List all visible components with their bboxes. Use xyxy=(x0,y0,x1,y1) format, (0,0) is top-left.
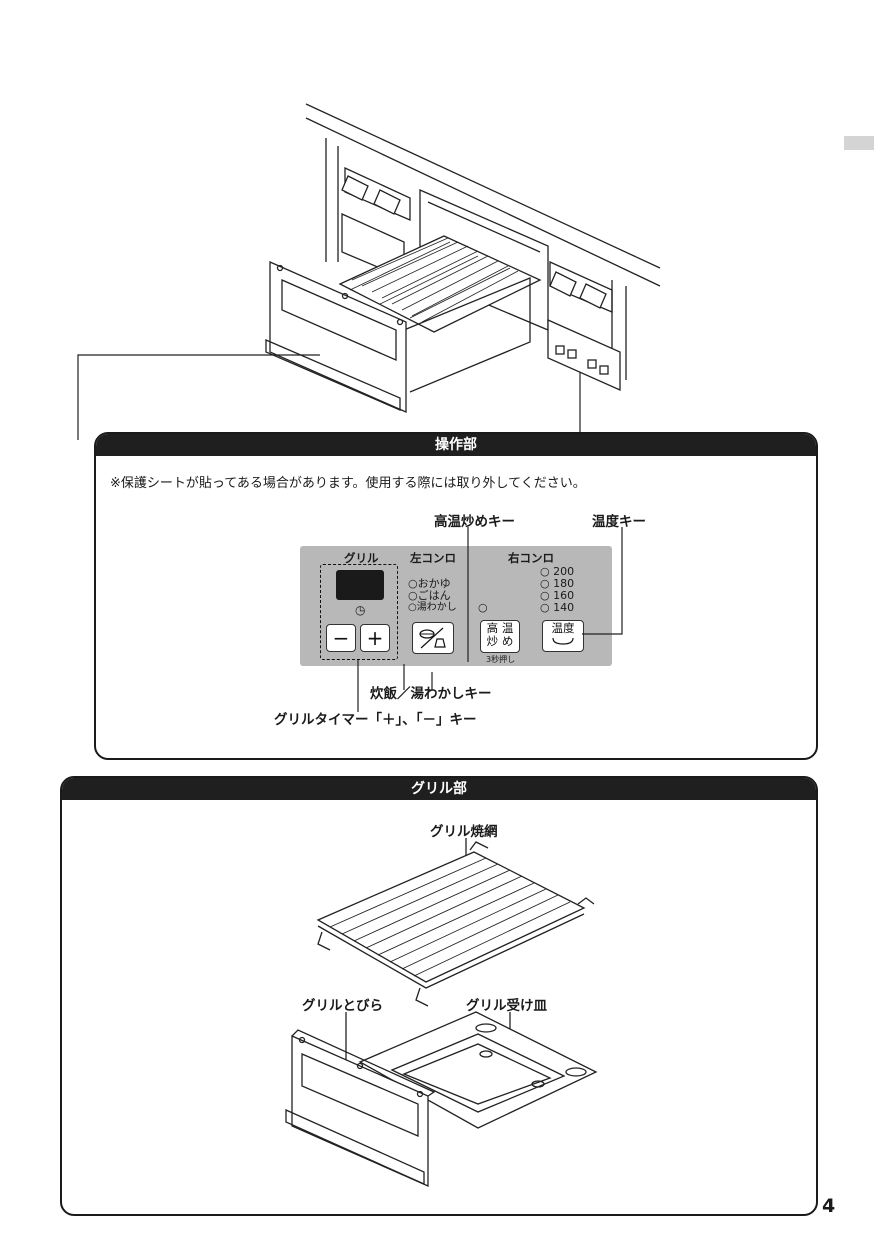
high-temp-fry-key[interactable]: 高 温 炒 め xyxy=(480,620,520,653)
grill-pan-label: グリル受け皿 xyxy=(466,998,547,1014)
temp-160: ○ 160 xyxy=(540,589,575,602)
grill-rack-label: グリル焼網 xyxy=(430,824,498,840)
control-panel: グリル 左コンロ 右コンロ ◷ ○おかゆ ○ごはん ○湯わかし ○ 200 ○ … xyxy=(300,546,612,666)
right-burner-label: 右コンロ xyxy=(508,551,554,565)
operation-leader-lines xyxy=(357,527,623,712)
timer-clock-icon: ◷ xyxy=(355,603,366,617)
press-three-seconds-note: 3秒押し xyxy=(486,655,516,664)
page-number: 4 xyxy=(822,1195,836,1217)
stove-illustration xyxy=(77,103,661,440)
grill-section-title: グリル部 xyxy=(62,778,816,800)
option-gohan: ○ごはん xyxy=(408,589,451,602)
high-temp-indicator: ○ xyxy=(478,601,488,614)
temp-200: ○ 200 xyxy=(540,565,575,578)
rice-boil-key-label: 炊飯／湯わかしキー xyxy=(370,686,492,702)
pan-icon xyxy=(552,637,574,645)
temperature-key[interactable]: 温度 xyxy=(542,620,584,652)
operation-section: 操作部 xyxy=(94,432,818,760)
plus-key[interactable]: + xyxy=(360,624,390,652)
grill-timer-keys-label: グリルタイマー「＋」、「－」キー xyxy=(274,712,477,728)
grill-timer-group xyxy=(320,564,398,660)
timer-display xyxy=(336,570,384,600)
option-okayu: ○おかゆ xyxy=(408,577,451,590)
grill-label: グリル xyxy=(344,551,379,565)
grill-door-label: グリルとびら xyxy=(302,998,383,1014)
temp-180: ○ 180 xyxy=(540,577,575,590)
section-tab-marker xyxy=(844,136,874,150)
temp-140: ○ 140 xyxy=(540,601,575,614)
rice-kettle-icon xyxy=(419,627,446,649)
rice-boil-key[interactable] xyxy=(412,622,454,654)
temperature-key-label: 温度キー xyxy=(592,514,646,530)
grill-section: グリル部 xyxy=(60,776,818,1216)
temperature-key-text: 温度 xyxy=(551,621,575,635)
left-burner-label: 左コンロ xyxy=(410,551,456,565)
high-temp-key-line1: 高 温 xyxy=(486,621,514,635)
high-temp-fry-key-label: 高温炒めキー xyxy=(434,514,515,530)
high-temp-key-line2: 炒 め xyxy=(486,634,514,648)
operation-section-title: 操作部 xyxy=(96,434,816,456)
option-yuwakashi: ○湯わかし xyxy=(408,602,457,613)
minus-key[interactable]: − xyxy=(326,624,356,652)
protective-sheet-note: ※保護シートが貼ってある場合があります。使用する際には取り外してください。 xyxy=(110,476,586,491)
